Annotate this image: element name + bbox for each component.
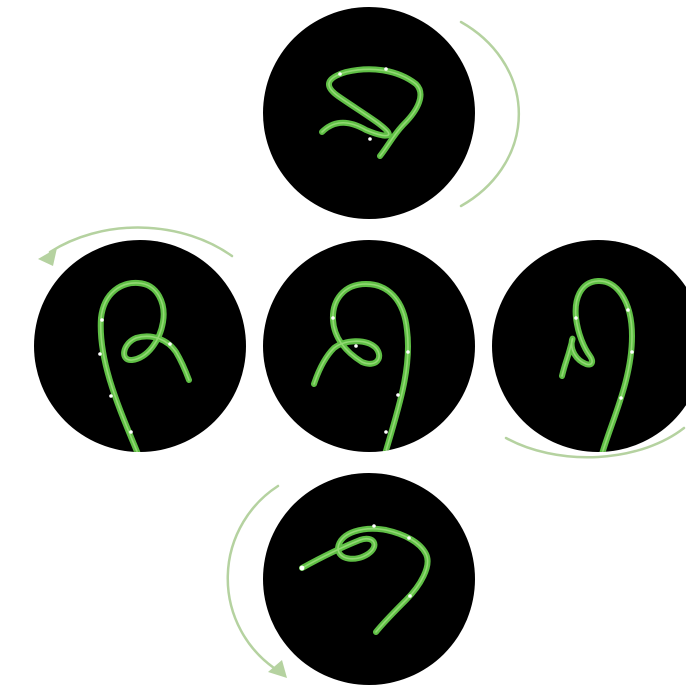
view-disc-bottom	[263, 473, 475, 685]
view-disc-left	[34, 240, 246, 452]
view-right	[492, 240, 686, 454]
view-left	[34, 240, 246, 454]
view-disc-right	[492, 240, 686, 452]
view-bottom	[263, 473, 475, 685]
arrowhead-upper-left	[38, 248, 57, 266]
arrowhead-lower-left	[268, 660, 287, 678]
view-disc-top	[263, 7, 475, 219]
view-top	[263, 7, 475, 219]
view-center	[263, 240, 475, 454]
